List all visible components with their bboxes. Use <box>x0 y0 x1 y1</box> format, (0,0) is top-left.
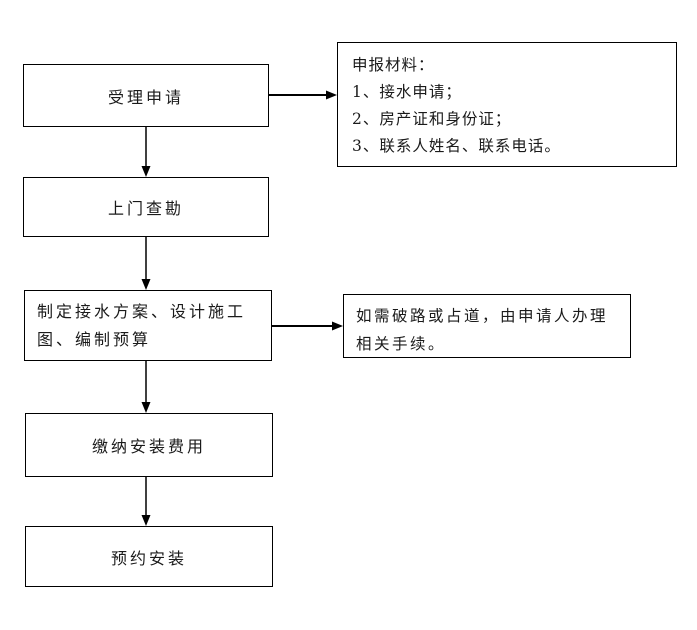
arrow-step1-step2 <box>141 127 151 177</box>
arrow-step2-step3 <box>141 237 151 290</box>
flow-step-schedule-installation: 预约安装 <box>25 526 273 587</box>
arrow-step3-step4 <box>141 361 151 413</box>
annotation-text: 如需破路或占道，由申请人办理相关手续。 <box>356 307 609 353</box>
arrow-step1-materials <box>269 90 337 100</box>
annotation-line: 3、联系人姓名、联系电话。 <box>352 137 561 155</box>
flow-step-accept-application: 受理申请 <box>23 64 269 127</box>
flow-step-label: 受理申请 <box>107 87 184 107</box>
flow-step-label: 缴纳安装费用 <box>91 437 206 456</box>
flow-step-label: 制定接水方案、设计施工图、编制预算 <box>37 301 247 349</box>
arrow-step3-roadnote <box>272 321 343 331</box>
flow-step-label: 上门查勘 <box>107 199 184 218</box>
arrow-step4-step5 <box>141 477 151 526</box>
flow-step-plan-design-budget: 制定接水方案、设计施工图、编制预算 <box>24 290 272 361</box>
annotation-road-permit-note: 如需破路或占道，由申请人办理相关手续。 <box>343 294 631 358</box>
annotation-line: 2、房产证和身份证； <box>352 110 512 128</box>
flow-step-label: 预约安装 <box>110 548 187 568</box>
annotation-line: 1、接水申请； <box>352 83 462 101</box>
annotation-line: 申报材料： <box>352 56 435 74</box>
flow-step-pay-installation-fee: 缴纳安装费用 <box>25 413 273 477</box>
flow-step-onsite-survey: 上门查勘 <box>23 177 269 237</box>
annotation-application-materials: 申报材料： 1、接水申请； 2、房产证和身份证； 3、联系人姓名、联系电话。 <box>337 42 677 167</box>
